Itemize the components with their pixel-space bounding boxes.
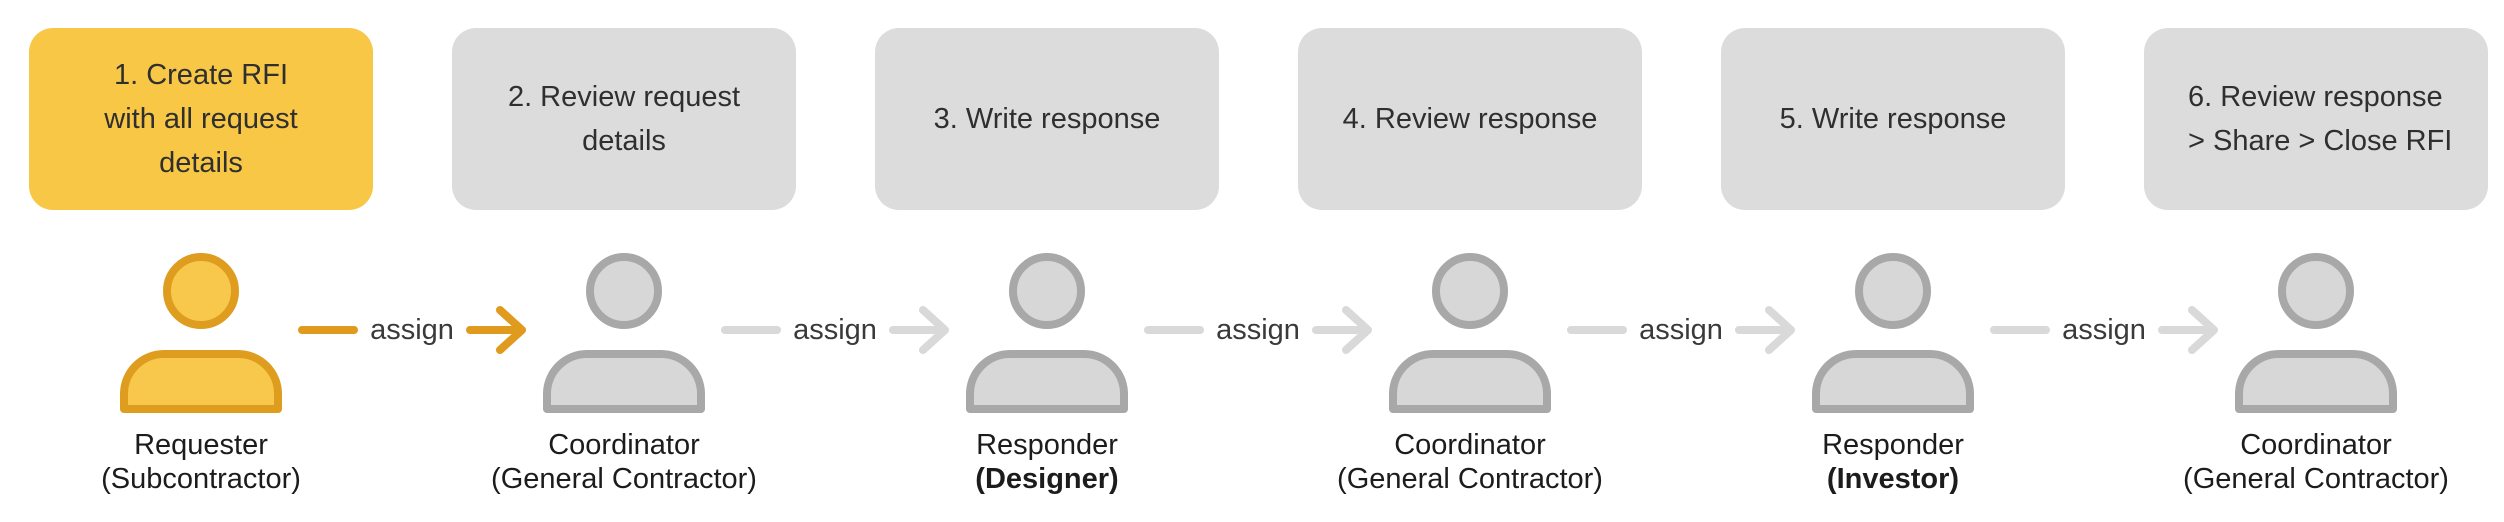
role-label: Coordinator: [2240, 429, 2392, 461]
arrow-dash-icon: [721, 326, 782, 334]
step-text-line: 6. Review response: [2188, 81, 2443, 113]
org-label: (Subcontractor): [101, 463, 301, 495]
arrow-right-icon: [888, 306, 949, 354]
step-text-line: 3. Write response: [933, 103, 1161, 135]
arrow-dash-icon: [298, 326, 359, 334]
arrow-right-icon: [1311, 306, 1372, 354]
person-icon: [966, 253, 1128, 413]
step-text-line: 1. Create RFI: [113, 59, 289, 91]
stage-1-create-rfi: 1. Create RFI with all request details R…: [29, 0, 373, 522]
step-box: 1. Create RFI with all request details: [29, 28, 373, 210]
step-text-line: details: [159, 147, 243, 179]
assign-label: assign: [793, 313, 877, 346]
assign-label: assign: [1216, 313, 1300, 346]
person-label: Responder (Designer): [875, 428, 1219, 496]
assign-arrow-4: assign: [1567, 304, 1795, 356]
assign-arrow-5: assign: [1990, 304, 2218, 356]
arrow-right-icon: [465, 306, 526, 354]
stage-6-review-share-close: 6. Review response > Share > Close RFI C…: [2144, 0, 2488, 522]
person-label: Coordinator (General Contractor): [1298, 428, 1642, 496]
org-label: (General Contractor): [2183, 463, 2449, 495]
assign-label: assign: [1639, 313, 1723, 346]
person-label: Coordinator (General Contractor): [2144, 428, 2488, 496]
assign-arrow-3: assign: [1144, 304, 1372, 356]
org-label: (Investor): [1826, 463, 1960, 495]
arrow-dash-icon: [1567, 326, 1628, 334]
arrow-dash-icon: [1144, 326, 1205, 334]
step-box: 4. Review response: [1298, 28, 1642, 210]
person-icon: [543, 253, 705, 413]
person-label: Requester (Subcontractor): [29, 428, 373, 496]
step-box: 5. Write response: [1721, 28, 2065, 210]
org-label: (General Contractor): [1337, 463, 1603, 495]
step-box: 3. Write response: [875, 28, 1219, 210]
step-text-line: with all request: [104, 103, 298, 135]
arrow-dash-icon: [1990, 326, 2051, 334]
stage-4-review-response: 4. Review response Coordinator (General …: [1298, 0, 1642, 522]
stage-3-write-response: 3. Write response Responder (Designer): [875, 0, 1219, 522]
org-label: (Designer): [975, 463, 1119, 495]
assign-label: assign: [2062, 313, 2146, 346]
person-label: Coordinator (General Contractor): [452, 428, 796, 496]
step-box: 2. Review request details: [452, 28, 796, 210]
person-icon: [1812, 253, 1974, 413]
org-label: (General Contractor): [491, 463, 757, 495]
step-text-line: details: [582, 125, 666, 157]
step-text-line: 4. Review response: [1342, 103, 1598, 135]
person-label: Responder (Investor): [1721, 428, 2065, 496]
arrow-right-icon: [1734, 306, 1795, 354]
arrow-right-icon: [2157, 306, 2218, 354]
stage-5-write-response: 5. Write response Responder (Investor): [1721, 0, 2065, 522]
assign-label: assign: [370, 313, 454, 346]
role-label: Responder: [1822, 429, 1964, 461]
step-text-line: 2. Review request: [507, 81, 741, 113]
role-label: Responder: [976, 429, 1118, 461]
person-icon: [120, 253, 282, 413]
person-icon: [2235, 253, 2397, 413]
role-label: Coordinator: [1394, 429, 1546, 461]
assign-arrow-1: assign: [298, 304, 526, 356]
step-box: 6. Review response > Share > Close RFI: [2144, 28, 2488, 210]
step-text-line: > Share > Close RFI: [2188, 125, 2453, 157]
assign-arrow-2: assign: [721, 304, 949, 356]
role-label: Coordinator: [548, 429, 700, 461]
person-icon: [1389, 253, 1551, 413]
step-text-line: 5. Write response: [1779, 103, 2007, 135]
stage-2-review-request: 2. Review request details Coordinator (G…: [452, 0, 796, 522]
role-label: Requester: [134, 429, 268, 461]
